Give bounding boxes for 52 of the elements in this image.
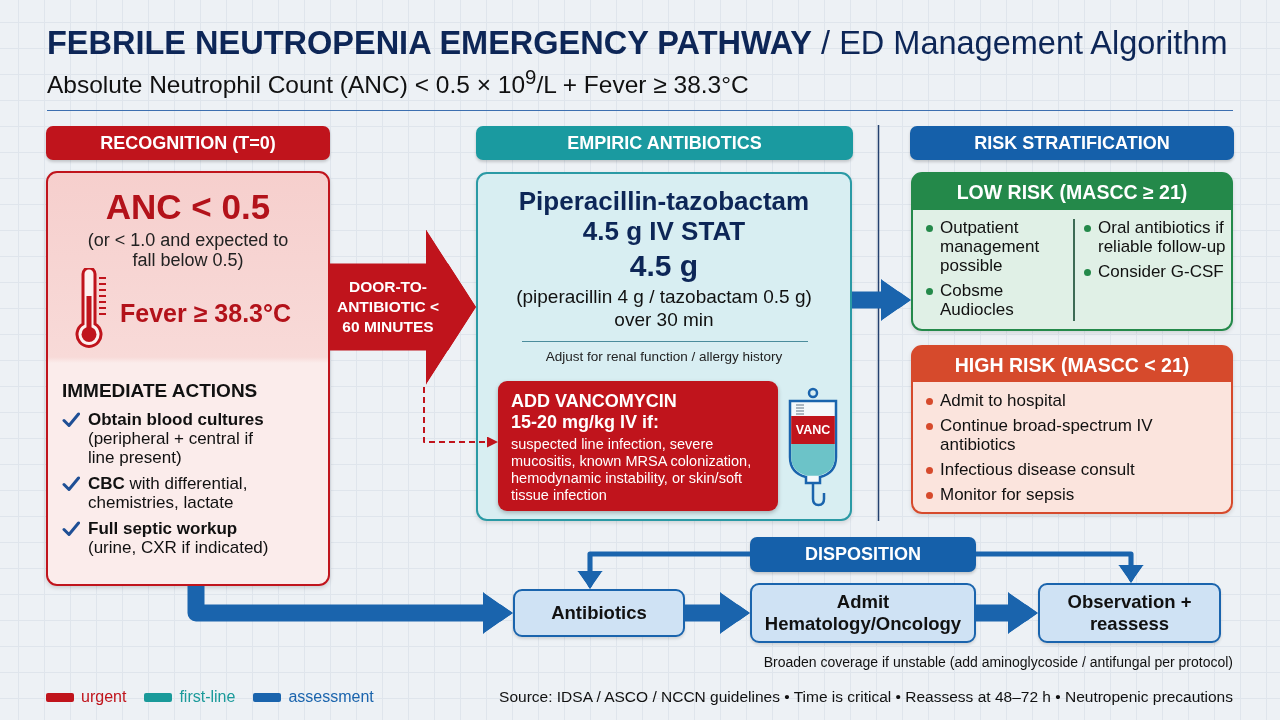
drug-name: Piperacillin-tazobactam 4.5 g IV STAT: [517, 186, 811, 246]
legend-label: assessment: [288, 688, 374, 705]
list-item: Infectious disease consult: [940, 460, 1135, 479]
note-text: Broaden coverage if unstable (add aminoglycoside / antifungal per protocol): [763, 654, 1233, 670]
connector-arrow: [577, 551, 750, 589]
dose-text: 4.5 g: [629, 249, 699, 283]
criterion-value: ANC < 0.5: [105, 187, 271, 227]
bag-label: VANC: [794, 422, 832, 439]
legend-label: first-line: [179, 688, 236, 705]
list-item: Admit to hospital: [940, 391, 1066, 410]
process-box: Observation + reassess: [1038, 583, 1221, 643]
flow-arrow: [187, 586, 513, 634]
action-item: Full septic workup (urine, CXR if indicated): [88, 519, 270, 557]
risk-box: [911, 345, 1233, 514]
dose-detail: (piperacillin 4 g / tazobactam 0.5 g) over 30 min: [515, 285, 813, 331]
note-text: Adjust for renal function / allergy history: [545, 349, 783, 364]
criterion-value: Fever ≥ 38.3°C: [120, 299, 292, 328]
section-header: RECOGNITION (T=0): [46, 126, 330, 160]
legend-label: urgent: [81, 688, 127, 705]
list-item: Consider G-CSF: [1098, 262, 1224, 281]
list-item: Continue broad-spectrum IV antibiotics: [940, 416, 1154, 454]
action-item: Obtain blood cultures (peripheral + central if line present): [88, 410, 265, 467]
risk-box: [911, 172, 1233, 331]
section-heading: IMMEDIATE ACTIONS: [62, 380, 258, 402]
list-item: Monitor for sepsis: [940, 485, 1075, 504]
warning-title: ADD VANCOMYCIN 15-20 mg/kg IV if:: [511, 391, 678, 433]
section-header: EMPIRIC ANTIBIOTICS: [476, 126, 853, 160]
treatment-panel: [476, 172, 852, 521]
title: FEBRILE NEUTROPENIA EMERGENCY PATHWAY / ED Management Algorithm: [47, 25, 1228, 61]
section-header: RISK STRATIFICATION: [910, 126, 1234, 160]
edge-label: DOOR-TO-ANTIBIOTIC < 60 MINUTES: [335, 277, 440, 337]
alert-panel: [46, 171, 330, 586]
block-arrow: [330, 229, 476, 385]
process-box: Antibiotics: [513, 589, 685, 637]
flow-arrow: [685, 592, 750, 634]
section-header: DISPOSITION: [750, 537, 976, 572]
subtitle: Absolute Neutrophil Count (ANC) < 0.5 × 10$^{9}$/L + Fever ≥ 38.3°C: [47, 66, 749, 100]
process-box: Admit Hematology/Oncology: [750, 583, 976, 643]
footer-text: Source: IDSA / ASCO / NCCN guidelines • Time is critical • Reassess at 48–72 h • Neutropenic precautions: [499, 688, 1233, 706]
criterion-note: (or < 1.0 and expected to fall below 0.5): [86, 230, 290, 270]
risk-heading: HIGH RISK (MASCC < 21): [954, 354, 1190, 377]
list-item: Oral antibiotics if reliable follow-up: [1098, 218, 1227, 256]
warning-box: [498, 381, 778, 511]
warning-text: suspected line infection, severe mucositis, known MRSA colonization, hemodynamic instability, or skin/soft tissue infection: [511, 436, 753, 504]
risk-heading: LOW RISK (MASCC ≥ 21): [956, 181, 1188, 204]
connector-arrow: [976, 551, 1144, 583]
list-item: Outpatient management possible: [940, 218, 1041, 275]
dashed-arrow: [423, 386, 499, 448]
flow-arrow: [976, 592, 1038, 634]
list-item: Cobsme Audiocles: [940, 281, 1015, 319]
action-item: CBC with differential, chemistries, lactate: [88, 474, 249, 512]
flow-arrow: [852, 279, 911, 321]
